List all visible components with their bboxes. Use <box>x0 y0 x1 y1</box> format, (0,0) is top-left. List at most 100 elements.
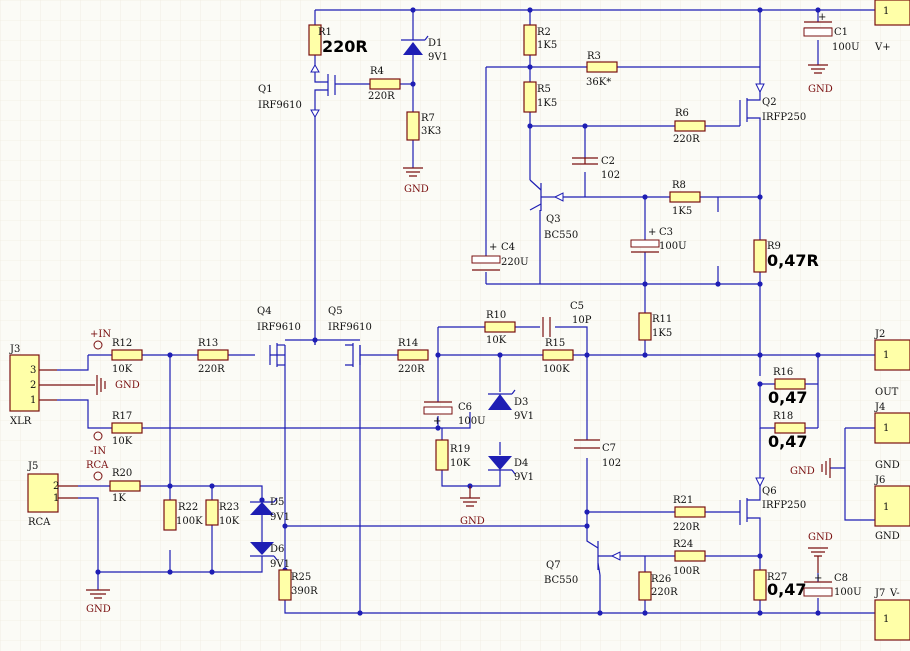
zener-d1: D1 9V1 <box>401 35 448 63</box>
svg-text:9V1: 9V1 <box>514 411 534 422</box>
svg-text:D5: D5 <box>270 497 284 508</box>
svg-text:C4: C4 <box>501 242 515 253</box>
ground-rca: GND <box>86 589 111 615</box>
svg-text:GND: GND <box>875 460 900 471</box>
svg-text:J7: J7 <box>874 588 885 599</box>
svg-text:D6: D6 <box>270 544 284 555</box>
svg-text:R19: R19 <box>450 444 470 455</box>
svg-text:10K: 10K <box>219 516 240 527</box>
resistor-r15: R15 100K <box>542 338 574 375</box>
resistor-r22: R22 100K <box>163 499 203 531</box>
resistor-r8: R8 1K5 <box>669 180 701 217</box>
svg-text:Q3: Q3 <box>546 214 561 225</box>
connector-j3: 3 2 1 J3 XLR <box>9 344 57 427</box>
capacitor-c7: C7 102 <box>574 439 621 469</box>
svg-text:IRFP250: IRFP250 <box>762 500 806 511</box>
svg-text:XLR: XLR <box>10 416 32 427</box>
svg-text:390R: 390R <box>291 586 318 597</box>
svg-text:R3: R3 <box>587 51 601 62</box>
svg-text:100R: 100R <box>673 566 700 577</box>
svg-text:100K: 100K <box>543 364 570 375</box>
svg-text:1K5: 1K5 <box>537 40 557 51</box>
svg-text:100U: 100U <box>832 42 860 53</box>
ground-feedback: GND <box>460 486 485 527</box>
bjt-q7: Q7 BC550 <box>544 510 621 586</box>
mosfet-q2: Q2 IRFP250 <box>739 83 806 130</box>
svg-text:R26: R26 <box>651 574 671 585</box>
svg-text:J6: J6 <box>874 475 885 486</box>
svg-text:1K5: 1K5 <box>672 206 692 217</box>
svg-text:R20: R20 <box>112 468 132 479</box>
mosfet-q1: Q1 IRF9610 <box>258 63 336 119</box>
svg-text:220R: 220R <box>368 91 395 102</box>
resistor-r25: R25 390R <box>278 569 318 601</box>
svg-text:Q5: Q5 <box>328 306 343 317</box>
capacitor-c1: + C1 100U <box>803 12 860 53</box>
svg-text:R23: R23 <box>219 502 239 513</box>
svg-text:C8: C8 <box>834 573 848 584</box>
resistor-r9: R9 0,47R <box>753 239 819 273</box>
svg-text:R25: R25 <box>291 572 311 583</box>
svg-text:C7: C7 <box>602 443 616 454</box>
svg-text:1: 1 <box>883 423 889 434</box>
svg-text:C5: C5 <box>570 301 584 312</box>
connector-j6: 1 J6 GND <box>874 475 910 542</box>
svg-text:3K3: 3K3 <box>421 126 441 137</box>
svg-text:R27: R27 <box>767 572 787 583</box>
svg-text:Q6: Q6 <box>762 486 777 497</box>
zener-d3: D3 9V1 <box>488 389 534 422</box>
connector-vplus: 1 V+ <box>874 0 910 53</box>
mosfet-q6: Q6 IRFP250 <box>739 477 806 525</box>
zener-d6: D6 9V1 <box>250 515 290 570</box>
svg-text:D4: D4 <box>514 458 528 469</box>
svg-text:GND: GND <box>115 380 140 391</box>
svg-text:GND: GND <box>404 184 429 195</box>
svg-text:10P: 10P <box>572 315 592 326</box>
svg-text:1: 1 <box>53 493 59 504</box>
resistor-r11: R11 1K5 <box>638 312 672 341</box>
svg-text:D3: D3 <box>514 397 528 408</box>
ground-c8: GND <box>808 532 833 573</box>
svg-text:R8: R8 <box>672 180 686 191</box>
capacitor-c3: + C3 100U <box>630 227 687 253</box>
resistor-r17: R17 10K <box>111 411 143 447</box>
capacitor-c4: + C4 220U <box>471 242 529 271</box>
svg-text:2: 2 <box>53 481 59 492</box>
svg-text:220R: 220R <box>322 37 368 56</box>
resistor-r19: R19 10K <box>435 439 471 471</box>
resistor-r7: R7 3K3 <box>406 111 441 141</box>
svg-text:OUT: OUT <box>875 387 899 398</box>
svg-text:R6: R6 <box>675 108 689 119</box>
svg-text:J2: J2 <box>874 329 885 340</box>
svg-text:R14: R14 <box>398 338 418 349</box>
resistor-r24: R24 100R <box>673 539 706 577</box>
test-point-plus-in: +IN <box>90 329 111 350</box>
svg-text:V-: V- <box>889 588 900 599</box>
svg-text:Q2: Q2 <box>762 97 777 108</box>
svg-text:+: + <box>648 227 656 238</box>
svg-text:R9: R9 <box>767 241 781 252</box>
svg-text:R22: R22 <box>178 502 198 513</box>
svg-text:3: 3 <box>30 365 36 376</box>
resistor-r1: R1 220R <box>308 24 368 56</box>
connector-j4: 1 J4 GND <box>874 402 910 471</box>
resistor-r6: R6 220R <box>673 108 706 145</box>
zener-d4: D4 9V1 <box>488 456 534 483</box>
ground-c1: GND <box>808 64 833 95</box>
svg-text:Q1: Q1 <box>258 84 273 95</box>
svg-text:220R: 220R <box>198 364 225 375</box>
svg-text:0,47: 0,47 <box>767 580 806 599</box>
svg-text:+: + <box>489 242 497 253</box>
svg-text:C3: C3 <box>659 227 673 238</box>
svg-text:+: + <box>433 416 441 427</box>
svg-text:R7: R7 <box>421 113 435 124</box>
svg-text:BC550: BC550 <box>544 230 578 241</box>
svg-text:R13: R13 <box>198 338 218 349</box>
svg-text:R5: R5 <box>537 84 551 95</box>
svg-text:R24: R24 <box>673 539 693 550</box>
capacitor-c6: + C6 100U <box>423 401 486 427</box>
capacitor-c5: C5 10P <box>542 301 592 337</box>
test-point-rca: RCA <box>86 460 109 481</box>
